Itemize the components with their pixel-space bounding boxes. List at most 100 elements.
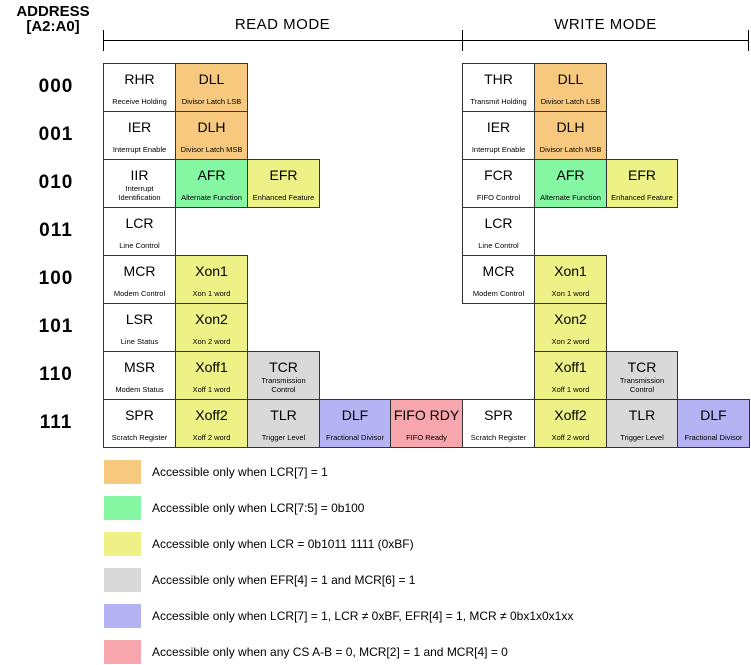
address-100: 100 — [38, 268, 74, 289]
register-name: LCR — [484, 215, 513, 231]
register-name: TCR — [627, 359, 657, 375]
register-name: Xon1 — [554, 263, 587, 279]
register-desc: Line Control — [478, 240, 519, 250]
register-cell-write-tlr: TLR Trigger Level — [606, 399, 678, 448]
register-name: DLF — [341, 407, 369, 423]
legend-item-orange: Accessible only when LCR[7] = 1 — [104, 460, 328, 484]
register-name: MSR — [123, 359, 156, 375]
register-cell-read-spr: SPR Scratch Register — [103, 399, 176, 448]
register-name: TLR — [628, 407, 656, 423]
legend-swatch-pink — [104, 640, 141, 664]
register-name: MCR — [123, 263, 156, 279]
legend-text: Accessible only when LCR[7:5] = 0b100 — [152, 501, 365, 515]
register-name: THR — [484, 71, 513, 87]
register-desc: Divisor Latch LSB — [181, 96, 242, 106]
register-desc: Xoff 2 word — [551, 432, 590, 442]
register-name: Xon2 — [554, 311, 587, 327]
register-cell-read-dll: DLL Divisor Latch LSB — [175, 63, 248, 112]
register-cell-read-fifo-rdy: FIFO RDY FIFO Ready — [390, 399, 463, 448]
register-name: TLR — [270, 407, 297, 423]
register-name: EFR — [628, 167, 656, 183]
bracket-tick-left — [103, 30, 104, 51]
address-001: 001 — [38, 124, 74, 145]
legend-text: Accessible only when EFR[4] = 1 and MCR[… — [152, 573, 416, 587]
legend-swatch-gray — [104, 568, 141, 592]
register-name: Xoff1 — [195, 359, 228, 375]
register-desc: Transmit Holding — [470, 96, 527, 106]
register-cell-write-ier: IER Interrupt Enable — [462, 111, 535, 160]
register-cell-read-mcr: MCR Modem Control — [103, 255, 176, 304]
register-desc: Scratch Register — [470, 432, 527, 442]
register-desc: Modem Status — [115, 384, 164, 394]
register-desc: Trigger Level — [620, 432, 664, 442]
register-desc: Line Status — [120, 336, 159, 346]
register-desc: Enhanced Feature — [611, 192, 673, 202]
legend-item-pink: Accessible only when any CS A-B = 0, MCR… — [104, 640, 508, 664]
register-name: DLL — [557, 71, 584, 87]
legend-item-green: Accessible only when LCR[7:5] = 0b100 — [104, 496, 364, 520]
address-111: 111 — [39, 412, 73, 433]
mode-bracket-line — [103, 40, 749, 41]
register-name: IIR — [130, 167, 149, 183]
register-name: SPR — [125, 407, 154, 423]
register-desc: Xon 2 word — [551, 336, 590, 346]
register-name: IER — [486, 119, 511, 135]
legend-swatch-green — [104, 496, 141, 520]
address-title: ADDRESS [A2:A0] — [2, 4, 104, 34]
register-cell-read-dlf: DLF Fractional Divisor — [319, 399, 391, 448]
register-desc: Modem Control — [113, 288, 166, 298]
register-desc: Modem Control — [472, 288, 525, 298]
legend-swatch-orange — [104, 460, 141, 484]
address-title-line1: ADDRESS — [16, 3, 90, 20]
address-110: 110 — [39, 364, 73, 385]
register-cell-write-spr: SPR Scratch Register — [462, 399, 535, 448]
bracket-tick-right — [748, 30, 749, 51]
register-cell-read-msr: MSR Modem Status — [103, 351, 176, 400]
register-desc: Xoff 1 word — [192, 384, 231, 394]
register-desc: FIFO Ready — [406, 432, 447, 442]
register-desc: Scratch Register — [111, 432, 168, 442]
register-name: IER — [127, 119, 152, 135]
register-name: TCR — [269, 359, 298, 375]
register-desc: Line Control — [119, 240, 160, 250]
legend-text: Accessible only when LCR[7] = 1, LCR ≠ 0… — [152, 609, 574, 623]
address-title-line2: [A2:A0] — [26, 18, 80, 35]
register-desc: Xon 1 word — [192, 288, 231, 298]
register-desc: Xon 1 word — [551, 288, 590, 298]
register-name: SPR — [484, 407, 513, 423]
register-cell-write-efr: EFR Enhanced Feature — [606, 159, 678, 208]
register-desc: Xon 2 word — [192, 336, 231, 346]
legend-text: Accessible only when LCR = 0b1011 1111 (… — [152, 537, 414, 551]
register-desc: Receive Holding — [112, 96, 167, 106]
register-name: FIFO RDY — [393, 407, 460, 423]
register-cell-write-lcr: LCR Line Control — [462, 207, 535, 256]
legend-text: Accessible only when any CS A-B = 0, MCR… — [152, 645, 508, 659]
address-101: 101 — [38, 316, 74, 337]
register-cell-read-lsr: LSR Line Status — [103, 303, 176, 352]
register-desc: Fractional Divisor — [326, 432, 384, 442]
register-name: DLL — [198, 71, 225, 87]
register-name: LSR — [125, 311, 154, 327]
register-name: DLH — [197, 119, 226, 135]
register-desc: Transmission Control — [619, 376, 665, 394]
register-desc: Interrupt Enable — [471, 144, 526, 154]
legend-text: Accessible only when LCR[7] = 1 — [152, 465, 328, 479]
bracket-tick-middle — [462, 30, 463, 51]
